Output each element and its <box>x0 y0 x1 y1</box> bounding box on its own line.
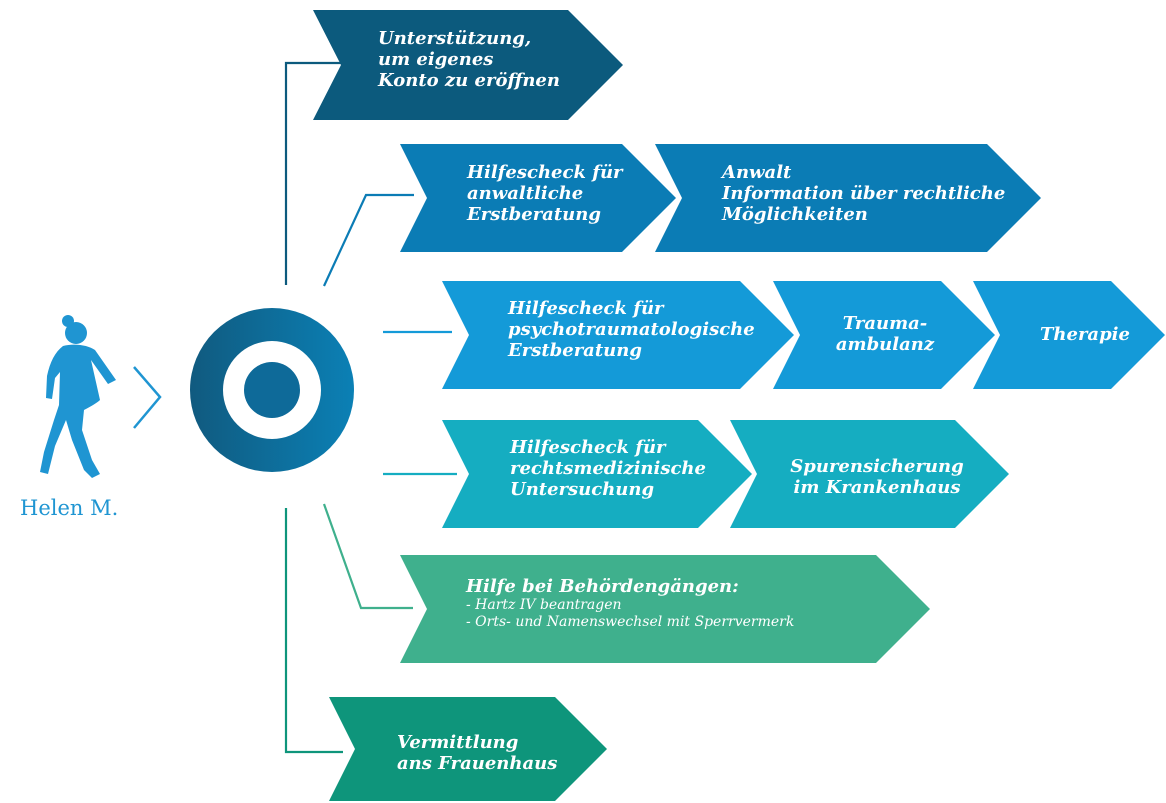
step-konto-shape <box>313 10 623 120</box>
person-name: Helen M. <box>20 496 119 520</box>
step-behoerden-shape <box>400 555 930 663</box>
connector-konto <box>284 61 343 285</box>
step-trauma-shape <box>773 281 995 389</box>
step-frauenhaus-shape <box>329 697 607 801</box>
connector-anwaltlich <box>323 193 414 287</box>
step-konto-label: Unterstützung, um eigenes Konto zu eröff… <box>378 28 560 91</box>
step-anwalt-shape <box>655 144 1041 252</box>
step-therapie-shape <box>973 281 1165 389</box>
woman-walking-icon <box>40 315 116 478</box>
step-anwaltlich-label: Hilfescheck für anwaltliche Erstberatung <box>467 162 623 225</box>
chevron-right-icon <box>133 366 162 429</box>
step-anwaltlich-shape <box>400 144 676 252</box>
step-psycho-shape <box>442 281 794 389</box>
central-target-icon <box>190 308 354 472</box>
behoerden-item-hartz: - Hartz IV beantragen <box>466 597 622 613</box>
step-psycho-label: Hilfescheck für psychotraumatologische E… <box>508 298 755 361</box>
step-spuren-shape <box>730 420 1009 528</box>
step-trauma-label: Trauma- ambulanz <box>835 313 935 355</box>
connector-behoerden <box>322 503 413 610</box>
behoerden-title: Hilfe bei Behördengängen: <box>466 576 739 597</box>
step-behoerden-label: Hilfe bei Behördengängen: - Hartz IV bea… <box>466 576 794 631</box>
step-frauenhaus-label: Vermittlung ans Frauenhaus <box>397 732 558 774</box>
connector-frauenhaus <box>284 508 343 754</box>
step-rechtsmed-shape <box>442 420 752 528</box>
behoerden-item-ortswechsel: - Orts- und Namenswechsel mit Sperrverme… <box>466 614 795 630</box>
step-anwalt-label: Anwalt Information über rechtliche Mögli… <box>722 162 1006 225</box>
step-therapie-label: Therapie <box>1040 324 1130 345</box>
step-rechtsmed-label: Hilfescheck für rechtsmedizinische Unter… <box>510 437 706 500</box>
step-spuren-label: Spurensicherung im Krankenhaus <box>790 456 964 498</box>
